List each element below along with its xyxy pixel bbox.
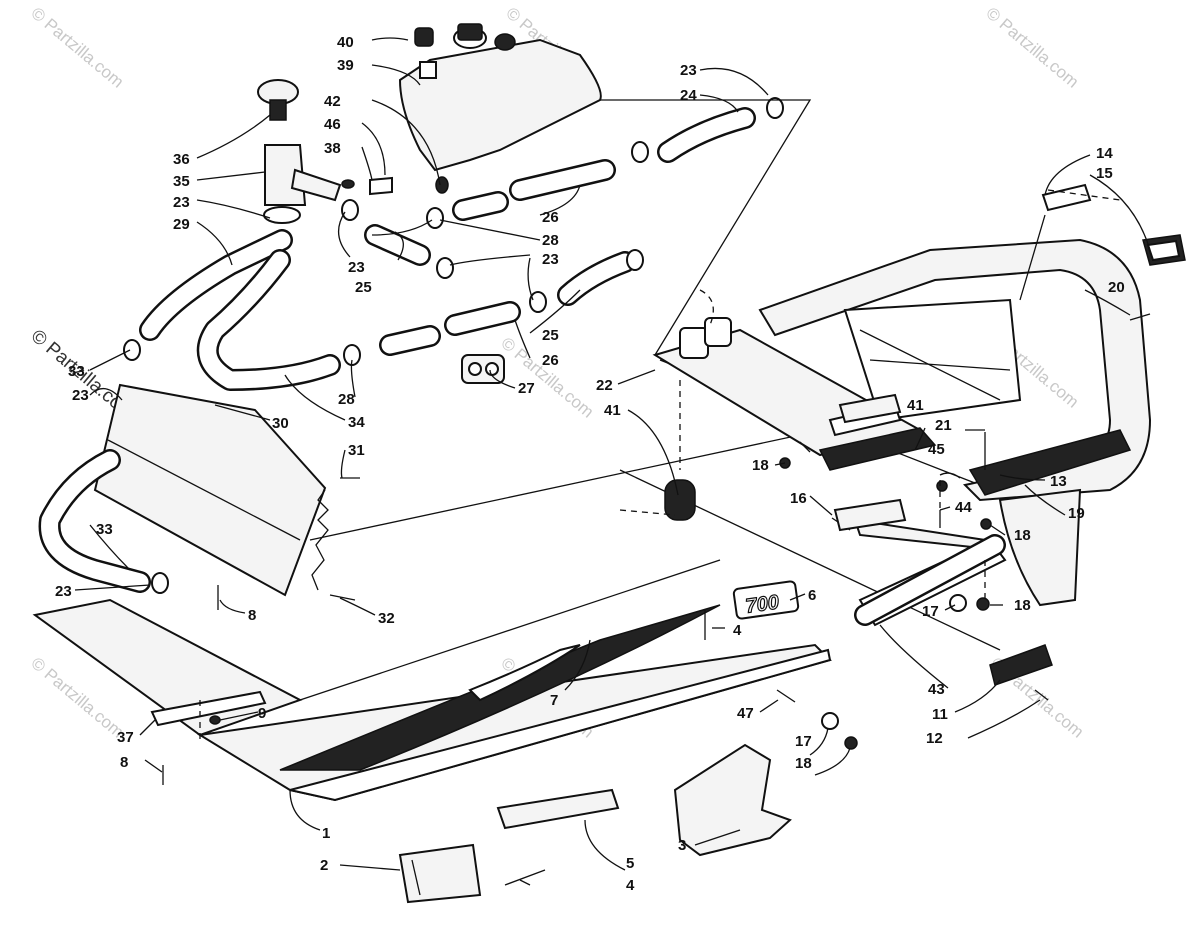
- callout-17: 18: [1014, 597, 1031, 614]
- callout-42: 42: [324, 93, 341, 110]
- watermark: © Partzilla.com: [497, 334, 597, 422]
- callout-14: 15: [1096, 165, 1113, 182]
- callout-2: 2: [320, 857, 328, 874]
- leader-lines: [74, 37, 1151, 886]
- callout-32: 32: [378, 610, 395, 627]
- callout-37: 37: [117, 729, 134, 746]
- callout-28: 28: [542, 232, 559, 249]
- callout-41: 41: [907, 397, 924, 414]
- callout-4: 4: [626, 877, 635, 894]
- callout-33: 33: [68, 363, 85, 380]
- callout-23: 23: [680, 62, 697, 79]
- callout-25: 25: [355, 279, 372, 296]
- callout-27: 27: [518, 380, 535, 397]
- callout-30: 30: [272, 415, 289, 432]
- callout-23: 23: [348, 259, 365, 276]
- callout-47: 47: [737, 705, 754, 722]
- callout-45: 45: [928, 441, 945, 458]
- callout-9: 9: [258, 705, 266, 722]
- filler-neck: [257, 79, 342, 224]
- callout-23: 23: [72, 387, 89, 404]
- callout-11: 12: [926, 730, 943, 747]
- callout-16: 17: [922, 603, 939, 620]
- callout-18: 21: [935, 417, 952, 434]
- callout-17: 18: [752, 457, 769, 474]
- callout-10: 11: [932, 706, 948, 723]
- callout-35: 35: [173, 173, 190, 190]
- callout-4: 4: [733, 622, 742, 639]
- callout-40: 40: [337, 34, 354, 51]
- callout-17: 18: [1014, 527, 1031, 544]
- callout-20: 19: [1068, 505, 1085, 522]
- callout-43: 43: [928, 681, 945, 698]
- callout-26: 26: [542, 209, 559, 226]
- callout-12: 13: [1050, 473, 1067, 490]
- model-decal: 700: [732, 580, 800, 620]
- decal-700-text: 700: [744, 591, 780, 617]
- callout-26: 26: [542, 352, 559, 369]
- callout-3: 3: [678, 837, 686, 854]
- watermark: © Partzilla.com: [982, 4, 1082, 92]
- plates: [150, 183, 1186, 904]
- rear-bumper: [758, 238, 1152, 607]
- callout-25: 25: [542, 327, 559, 344]
- callout-7: 6: [808, 587, 816, 604]
- clamps: [123, 97, 1151, 886]
- callout-24: 24: [680, 87, 697, 104]
- callouts: 40 39 42 46 38 36 35 23 29 28 23 25 23 2…: [55, 34, 1125, 894]
- callout-8: 8: [120, 754, 128, 771]
- callout-33: 33: [96, 521, 113, 538]
- belly-pan: [32, 559, 832, 802]
- callout-31: 31: [348, 442, 365, 459]
- callout-38: 38: [324, 140, 341, 157]
- callout-1: 1: [322, 825, 330, 842]
- callout-46: 46: [324, 116, 341, 133]
- callout-23: 23: [173, 194, 190, 211]
- callout-23: 23: [542, 251, 559, 268]
- callout-39: 39: [337, 57, 354, 74]
- hoses: [38, 107, 1006, 626]
- callout-28: 28: [338, 391, 355, 408]
- callout-36: 36: [173, 151, 190, 168]
- callout-17: 18: [795, 755, 812, 772]
- coolant-tank: [398, 23, 602, 172]
- callout-21: 22: [596, 377, 613, 394]
- callout-19: 20: [1108, 279, 1125, 296]
- callout-34: 34: [348, 414, 365, 431]
- callout-6: 7: [550, 692, 558, 709]
- callout-5: 5: [626, 855, 634, 872]
- callout-13: 14: [1096, 145, 1113, 162]
- radiator-screen: [93, 383, 329, 597]
- callout-16: 17: [795, 733, 812, 750]
- callout-44: 44: [955, 499, 972, 516]
- watermark: © Partzilla.com: [27, 4, 127, 92]
- callout-29: 29: [173, 216, 190, 233]
- callout-15: 16: [790, 490, 807, 507]
- callout-23: 23: [55, 583, 72, 600]
- callout-22: 41: [604, 402, 621, 419]
- callout-8: 8: [248, 607, 256, 624]
